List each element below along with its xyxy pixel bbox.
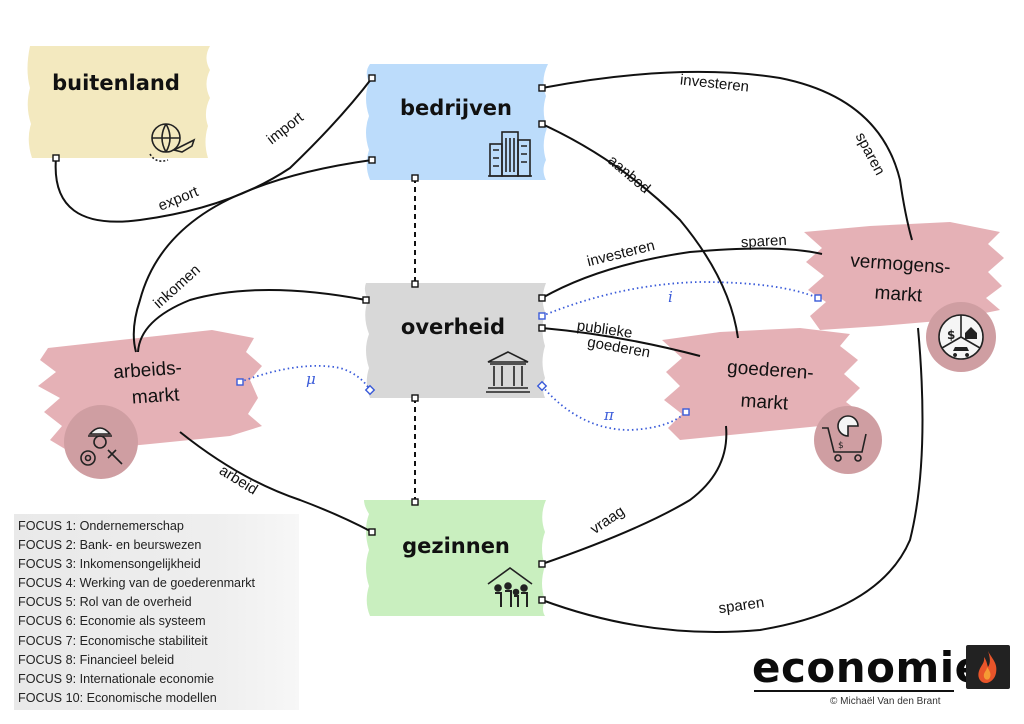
flow-sparen-bottom (541, 327, 924, 633)
flow-investeren-top (541, 70, 913, 241)
edge-label-investeren-top: investeren (679, 71, 750, 95)
connector (538, 324, 546, 332)
connector (362, 296, 370, 304)
buitenland-label: buitenland (52, 71, 180, 95)
edge-label-inkomen: inkomen (150, 261, 204, 312)
flow-vraag (541, 425, 728, 565)
bedrijven-box (366, 64, 548, 180)
focus-item: FOCUS 10: Economische modellen (18, 690, 217, 705)
family-house-icon (487, 567, 533, 607)
shopping-cart-icon-disc (814, 406, 882, 474)
shopping-cart-icon: $ (822, 415, 867, 462)
worker-gear-icon-disc (64, 405, 138, 479)
edge-label-sparen-right: sparen (852, 130, 889, 178)
connector (411, 498, 419, 506)
rate-link-pi (541, 385, 687, 431)
flow-export (132, 159, 373, 353)
brand-title: economie (752, 643, 984, 692)
office-buildings-icon (488, 131, 532, 177)
flow-arbeid (179, 431, 373, 533)
flows (54, 70, 924, 633)
market-arbeidsmarkt: arbeids- markt (38, 330, 262, 479)
focus-item: FOCUS 4: Werking van de goederenmarkt (18, 576, 256, 591)
connector (538, 120, 546, 128)
overheid-label: overheid (401, 315, 505, 339)
svg-text:$: $ (838, 441, 844, 451)
focus-item: FOCUS 6: Economie als systeem (18, 614, 206, 629)
focus-list-panel: FOCUS 1: Ondernemerschap FOCUS 2: Bank- … (14, 514, 299, 710)
flow-publieke-goederen (541, 327, 701, 357)
rate-connector (536, 380, 548, 392)
connector (411, 280, 419, 288)
rate-connector (538, 312, 546, 320)
edge-label-sparen-mid: sparen (740, 232, 787, 251)
copyright-text: © Michaël Van den Brant (830, 696, 941, 707)
edge-label-arbeid: arbeid (216, 462, 260, 499)
bedrijven-label: bedrijven (400, 96, 512, 120)
rate-links (239, 281, 819, 431)
rate-label-i: i (668, 288, 673, 306)
connector (411, 174, 419, 182)
edge-label-sparen-bottom: sparen (717, 594, 765, 617)
focus-item: FOCUS 7: Economische stabiliteit (18, 633, 208, 648)
brand-underline (754, 690, 954, 692)
arbeidsmarkt-label-line2: markt (131, 384, 181, 408)
rate-link-mu (239, 364, 371, 391)
sector-overheid: overheid (364, 283, 546, 398)
focus-item: FOCUS 9: Internationale economie (18, 671, 215, 686)
gezinnen-label: gezinnen (402, 534, 510, 558)
connector (368, 74, 376, 82)
connector (368, 156, 376, 164)
connector (538, 294, 546, 302)
rate-label-mu: μ (306, 370, 316, 388)
edge-label-vraag: vraag (587, 503, 628, 538)
sector-gezinnen: gezinnen (364, 500, 546, 616)
focus-item: FOCUS 3: Inkomensongelijkheid (18, 557, 201, 572)
connector (538, 560, 546, 568)
focus-item: FOCUS 5: Rol van de overheid (18, 595, 192, 610)
flame-logo-icon (966, 645, 1010, 689)
flow-inkomen (137, 289, 367, 353)
sector-buitenland: buitenland (27, 46, 210, 162)
focus-item: FOCUS 1: Ondernemerschap (18, 519, 184, 533)
rate-connector (364, 384, 376, 396)
connectors (52, 74, 546, 604)
market-goederenmarkt: goederen- markt $ (662, 328, 882, 474)
rate-connector (814, 294, 822, 302)
svg-text:$: $ (947, 328, 955, 342)
overheid-box (364, 283, 546, 398)
connector (538, 84, 546, 92)
money-house-car-icon: $ (938, 314, 984, 360)
rate-label-pi: π (603, 406, 615, 424)
buitenland-box (27, 46, 210, 158)
rate-connector (682, 408, 690, 416)
goederenmarkt-brush (662, 328, 862, 440)
government-building-icon (486, 351, 530, 393)
edge-label-aanbod: aanbod (604, 152, 653, 197)
market-vermogensmarkt: vermogens- markt $ (804, 222, 1004, 372)
edge-label-import: import (264, 108, 308, 148)
flow-aanbod (541, 123, 739, 339)
arbeidsmarkt-label-line1: arbeids- (113, 358, 183, 384)
rate-connectors (236, 294, 822, 416)
goederenmarkt-label-line2: markt (740, 390, 790, 414)
focus-item: FOCUS 2: Bank- en beurswezen (18, 538, 202, 553)
vermogensmarkt-label-line2: markt (874, 282, 924, 306)
connector (538, 596, 546, 604)
focus-item: FOCUS 8: Financieel beleid (18, 652, 175, 667)
sector-bedrijven: bedrijven (366, 64, 548, 180)
rate-connector (236, 378, 244, 386)
focus-list: FOCUS 1: Ondernemerschap FOCUS 2: Bank- … (14, 514, 299, 708)
connector (368, 528, 376, 536)
worker-gear-icon (80, 427, 123, 466)
rate-link-i (541, 281, 819, 317)
globe-plane-icon (149, 123, 196, 162)
connector (52, 154, 60, 162)
flow-investeren-mid (541, 247, 823, 299)
flow-import (54, 77, 373, 223)
connector (411, 394, 419, 402)
